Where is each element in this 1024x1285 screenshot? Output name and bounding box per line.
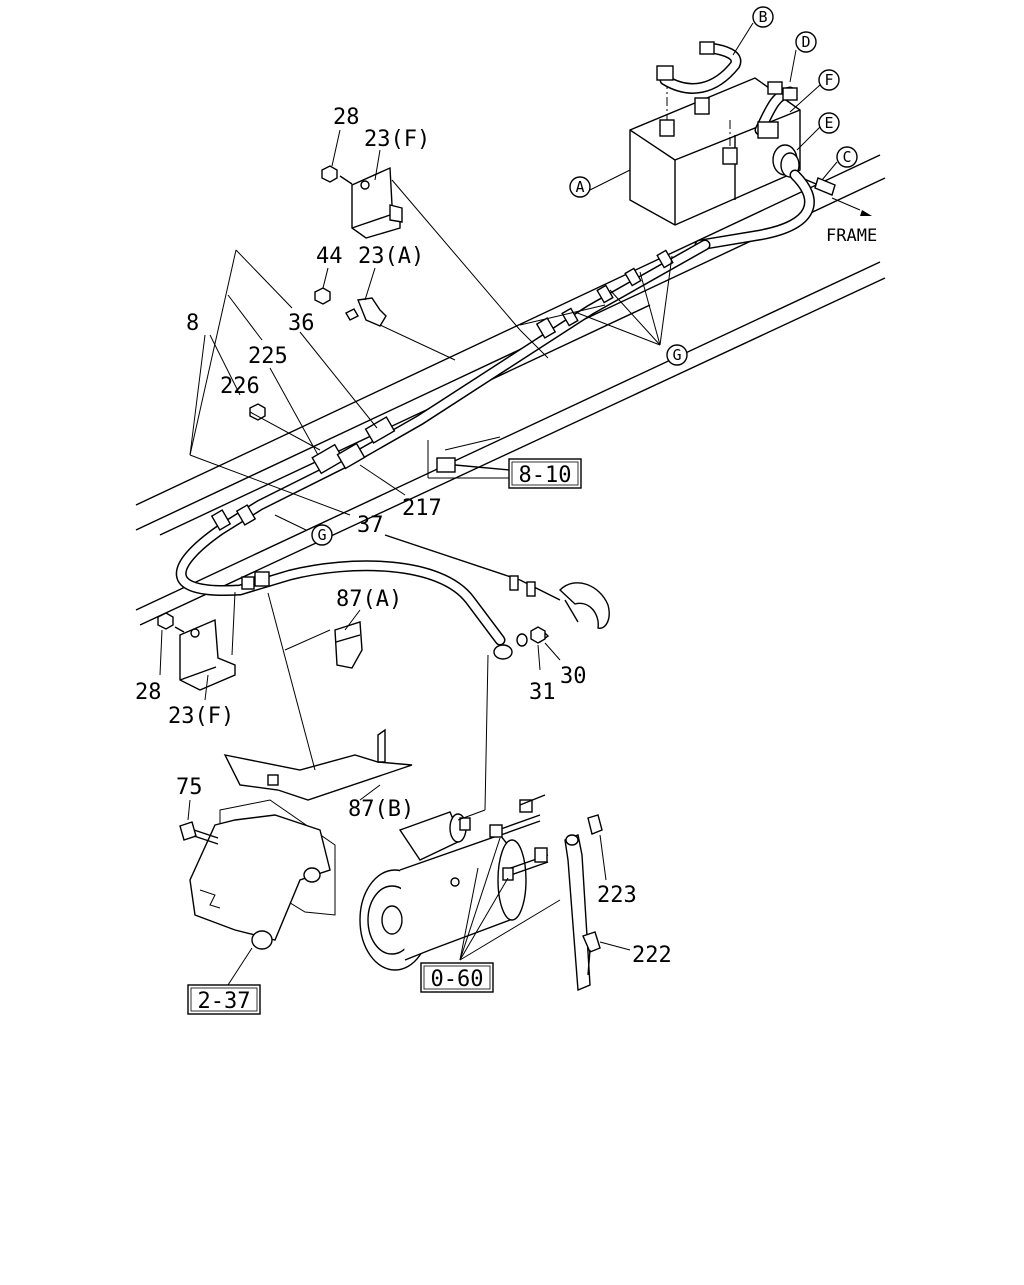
connector-8-10: [436, 436, 511, 473]
label-23a: 23(A): [358, 244, 424, 269]
ground-strap: [564, 814, 603, 992]
label-87b: 87(B): [348, 797, 414, 822]
bracket-23a: [357, 297, 387, 327]
nuts-washers: [157, 165, 546, 644]
callout-c: C: [836, 146, 858, 168]
svg-text:2-37: 2-37: [198, 989, 251, 1014]
svg-text:C: C: [842, 148, 851, 166]
reference-boxes: 8-10 0-60 2-37: [187, 458, 582, 1015]
ref-8-10[interactable]: 8-10: [508, 458, 582, 489]
label-222: 222: [632, 943, 672, 968]
label-23f-top: 23(F): [364, 127, 430, 152]
bracket-23f-bottom: [179, 618, 236, 691]
label-23f-bottom: 23(F): [168, 704, 234, 729]
svg-text:E: E: [824, 114, 833, 132]
label-30: 30: [560, 664, 587, 689]
label-28-top: 28: [333, 105, 360, 130]
label-44: 44: [316, 244, 343, 269]
main-harness: [175, 239, 711, 660]
part-labels: 28 23(F) 44 23(A) 36 8 225 226 217 37 87…: [135, 105, 877, 968]
label-87a: 87(A): [336, 587, 402, 612]
starter-motor: [359, 811, 527, 971]
label-226: 226: [220, 374, 260, 399]
bracket-87a: [334, 621, 363, 669]
svg-text:G: G: [672, 346, 681, 364]
svg-text:A: A: [575, 178, 584, 196]
bracket-23f-top: [351, 166, 403, 239]
ref-0-60[interactable]: 0-60: [420, 962, 494, 993]
callout-g-left: G: [311, 524, 333, 546]
svg-text:B: B: [758, 8, 767, 26]
mount-bracket-2-37: [179, 799, 336, 950]
battery-cables: [656, 41, 836, 251]
svg-text:F: F: [824, 71, 833, 89]
label-217: 217: [402, 496, 442, 521]
circled-callouts: A B D F E C G G: [311, 6, 858, 546]
svg-text:D: D: [801, 33, 810, 51]
callout-g-right: G: [666, 344, 688, 366]
svg-text:G: G: [317, 526, 326, 544]
callout-e: E: [818, 112, 840, 134]
svg-text:8-10: 8-10: [519, 463, 572, 488]
leader-lines: [159, 22, 872, 986]
callout-d: D: [795, 31, 817, 53]
label-75: 75: [176, 775, 203, 800]
callout-a: A: [569, 176, 591, 198]
bracket-87b: [223, 728, 413, 801]
label-223: 223: [597, 883, 637, 908]
callout-f: F: [818, 69, 840, 91]
starter-bolts: [489, 794, 549, 881]
label-37: 37: [357, 513, 384, 538]
cable-37-clamp: [384, 534, 610, 629]
label-36: 36: [288, 311, 315, 336]
ref-2-37[interactable]: 2-37: [187, 984, 261, 1015]
label-31: 31: [529, 680, 556, 705]
battery-box: [629, 77, 801, 226]
svg-text:0-60: 0-60: [431, 967, 484, 992]
label-8: 8: [186, 311, 199, 336]
label-225: 225: [248, 344, 288, 369]
label-28-bottom: 28: [135, 680, 162, 705]
label-frame: FRAME: [826, 226, 877, 246]
callout-b: B: [752, 6, 774, 28]
